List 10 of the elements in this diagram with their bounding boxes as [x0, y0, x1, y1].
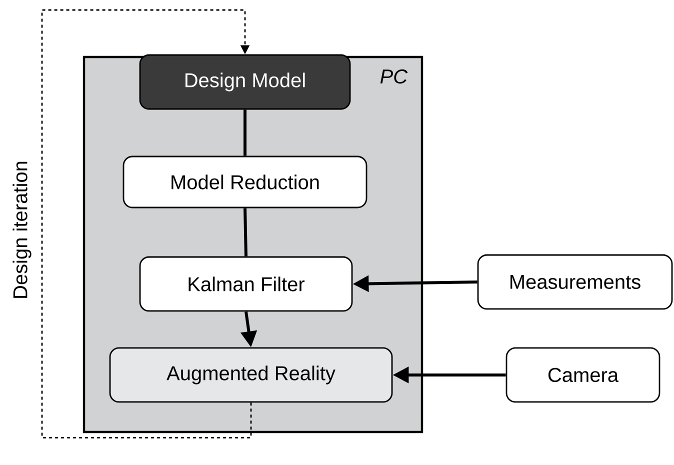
connector-line: [244, 208, 248, 256]
edge-label: Design iteration: [12, 162, 32, 298]
process-box: Camera: [506, 347, 660, 403]
process-box: Model Reduction: [122, 156, 368, 208]
process-box: Measurements: [477, 254, 673, 310]
process-box: Kalman Filter: [139, 256, 353, 312]
arrow: [41, 9, 252, 438]
process-box: Augmented Reality: [109, 347, 393, 403]
process-box: Design Model: [139, 54, 351, 110]
connector-line: [244, 110, 246, 156]
